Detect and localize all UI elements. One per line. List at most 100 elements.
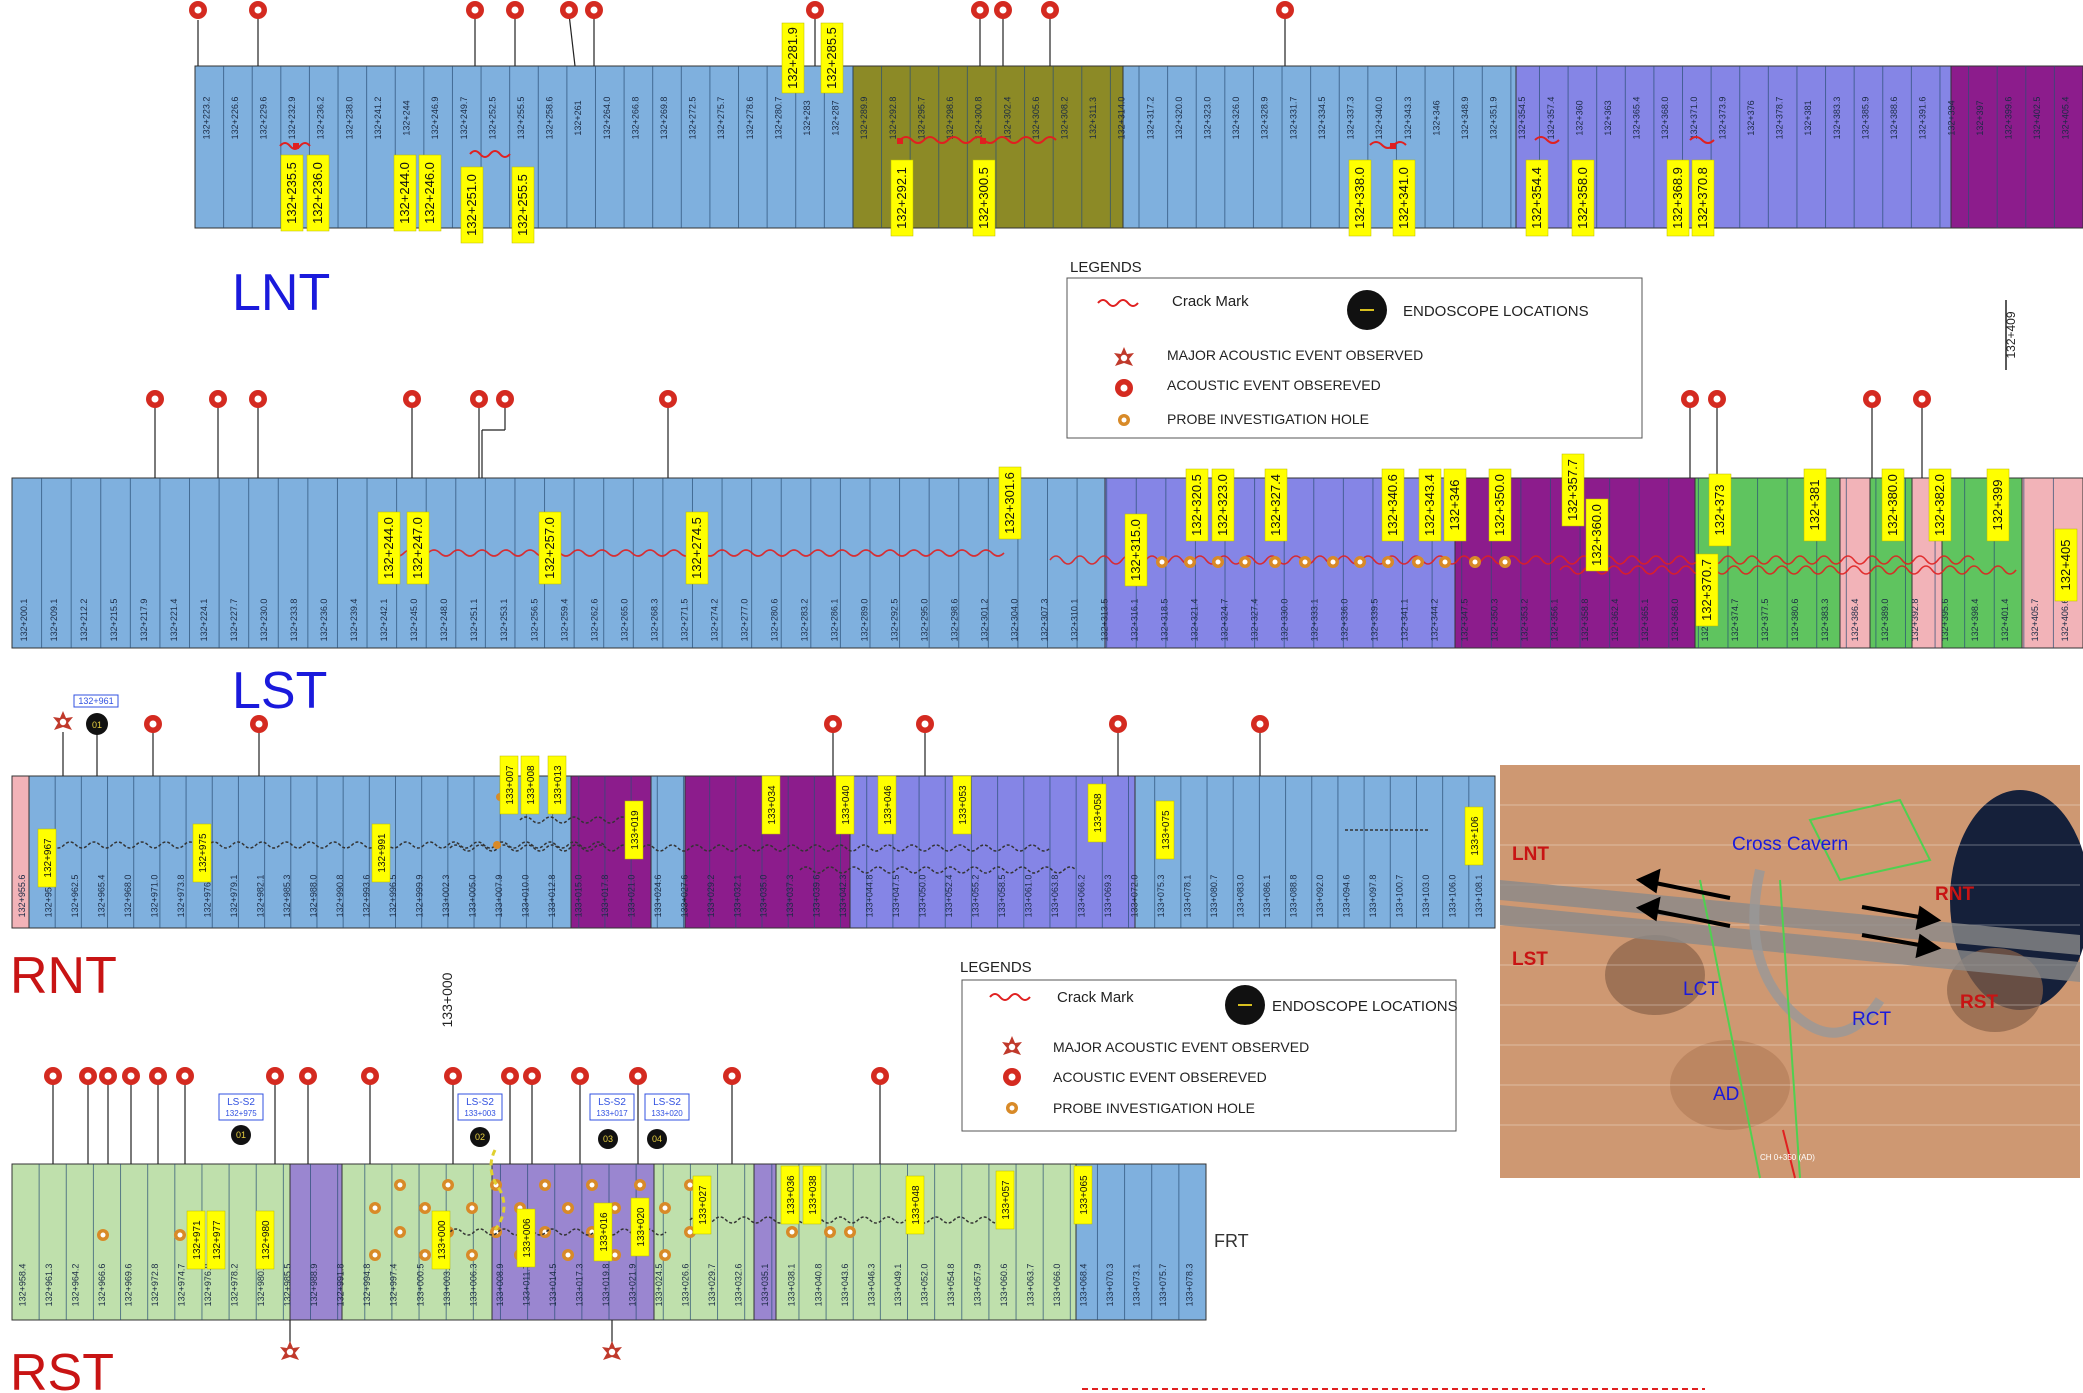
endoscope-marker [231, 1125, 251, 1145]
probe-hole-marker [1269, 556, 1281, 568]
svg-text:01: 01 [92, 720, 102, 730]
chainage-label: 133+106.0 [1447, 875, 1457, 918]
yellow-chainage-box [1073, 1165, 1093, 1225]
yellow-chainage-label: 132+368.9 [1670, 167, 1685, 229]
chainage-label: 132+380.6 [1790, 599, 1800, 642]
chainage-label: 132+401.4 [2000, 599, 2010, 642]
yellow-chainage-box [520, 755, 540, 815]
chainage-label: 132+256.5 [529, 599, 539, 642]
yellow-chainage-box [431, 1210, 451, 1270]
chainage-label: 132+961.3 [44, 1264, 54, 1307]
map-label-rst: RST [1960, 992, 1998, 1013]
chainage-label: 132+320.0 [1174, 97, 1184, 140]
yellow-chainage-box [186, 1210, 206, 1270]
chainage-label: 133+100.7 [1394, 875, 1404, 918]
chainage-label: 133+052.4 [944, 875, 954, 918]
chainage-label: 133+088.8 [1288, 875, 1298, 918]
chainage-label: 132+350.3 [1490, 599, 1500, 642]
chainage-label: 132+268.3 [649, 599, 659, 642]
chainage-label: 132+316.1 [1130, 599, 1140, 642]
yellow-chainage-box [1571, 159, 1595, 237]
chainage-label: 132+313.5 [1100, 599, 1110, 642]
chainage-label: 133+094.6 [1341, 875, 1351, 918]
rnt-blue-tag: 132+961 [78, 696, 113, 706]
yellow-chainage-box [820, 22, 844, 94]
chainage-label: 132+255.5 [516, 97, 526, 140]
endoscope-marker [598, 1129, 618, 1149]
yellow-chainage-label: 132+381 [1807, 480, 1822, 531]
legend-acoustic-label: ACOUSTIC EVENT OBSEREVED [1167, 377, 1381, 393]
yellow-chainage-box [1211, 468, 1235, 542]
yellow-chainage-box [418, 154, 442, 232]
chainage-label: 132+212.2 [79, 599, 89, 642]
yellow-chainage-box [1488, 468, 1512, 542]
yellow-chainage-box [1155, 800, 1175, 860]
yellow-chainage-box [624, 800, 644, 860]
chainage-label: 133+078.1 [1182, 875, 1192, 918]
chainage-label: 132+318.5 [1160, 599, 1170, 642]
chainage-label: 132+298.6 [945, 97, 955, 140]
yellow-chainage-box [802, 1165, 822, 1225]
legend2-probe-label: PROBE INVESTIGATION HOLE [1053, 1100, 1255, 1116]
chainage-label: 132+249.7 [459, 97, 469, 140]
chainage-label: 132+323.0 [1203, 97, 1213, 140]
chainage-label: 132+368.0 [1670, 599, 1680, 642]
chainage-label: 132+358.8 [1580, 599, 1590, 642]
chainage-label: 132+982.1 [256, 875, 266, 918]
map-label-cross: Cross Cavern [1732, 834, 1848, 855]
chainage-label: 132+993.6 [362, 875, 372, 918]
yellow-chainage-label: 132+967 [43, 838, 54, 878]
legend-crack-label: Crack Mark [1172, 293, 1249, 310]
yellow-chainage-box [460, 166, 484, 244]
chainage-label: 132+966.6 [97, 1264, 107, 1307]
chainage-label: 132+340.0 [1374, 97, 1384, 140]
yellow-chainage-label: 132+315.0 [1128, 519, 1143, 581]
chainage-label: 132+389.0 [1880, 599, 1890, 642]
yellow-chainage-label: 132+358.0 [1575, 167, 1590, 229]
chainage-label: 132+330.0 [1280, 599, 1290, 642]
chainage-label: 132+958.4 [17, 1264, 27, 1307]
probe-hole-marker [97, 1229, 109, 1241]
chainage-label: 132+298.6 [949, 599, 959, 642]
chainage-label: 133+063.8 [1050, 875, 1060, 918]
yellow-chainage-label: 133+048 [911, 1185, 922, 1225]
probe-hole-marker [1382, 556, 1394, 568]
chainage-label: 132+239.4 [349, 599, 359, 642]
chainage-label: 133+068.4 [1079, 1264, 1089, 1307]
lst-acoustic-events [146, 390, 1931, 408]
ch-vertical-mid-label: 133+000 [439, 972, 455, 1027]
probe-hole-marker [562, 1249, 574, 1261]
chainage-label: 132+406.6 [2060, 599, 2070, 642]
chainage-label: 132+388.6 [1889, 97, 1899, 140]
chainage-label: 133+024.5 [654, 1264, 664, 1307]
ls-tag-sub: 133+003 [464, 1109, 496, 1118]
chainage-label: 132+376 [1746, 100, 1756, 135]
yellow-chainage-label: 133+040 [841, 785, 852, 825]
chainage-label: 132+974.7 [176, 1264, 186, 1307]
probe-hole-marker [1439, 556, 1451, 568]
chainage-label: 133+027.6 [679, 875, 689, 918]
chainage-label: 132+341.1 [1400, 599, 1410, 642]
chainage-label: 132+962.5 [70, 875, 80, 918]
yellow-chainage-box [593, 1202, 613, 1262]
chainage-label: 133+042.3 [838, 875, 848, 918]
chainage-label: 132+971.0 [150, 875, 160, 918]
legend-endoscope-label: ENDOSCOPE LOCATIONS [1403, 303, 1589, 320]
yellow-chainage-label: 132+354.4 [1529, 167, 1544, 229]
chainage-label: 132+356.1 [1550, 599, 1560, 642]
chainage-label: 132+397 [1975, 100, 1985, 135]
yellow-chainage-box [1381, 468, 1405, 542]
yellow-chainage-label: 133+106 [1470, 816, 1481, 856]
yellow-chainage-box [192, 823, 212, 883]
chainage-label: 132+248.0 [439, 599, 449, 642]
yellow-chainage-box [1708, 473, 1732, 547]
yellow-chainage-box [1087, 783, 1107, 843]
chainage-label: 133+005.0 [467, 875, 477, 918]
probe-hole-marker [442, 1179, 454, 1191]
chainage-label: 133+069.3 [1103, 875, 1113, 918]
chainage-label: 132+264.0 [602, 97, 612, 140]
chainage-label: 133+040.8 [813, 1264, 823, 1307]
